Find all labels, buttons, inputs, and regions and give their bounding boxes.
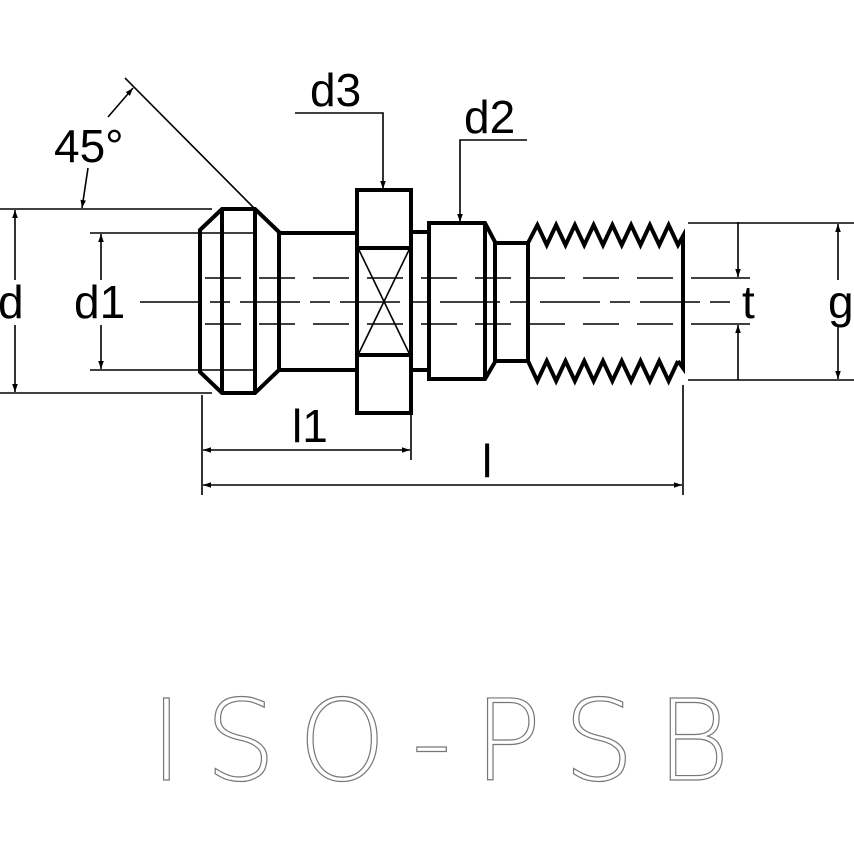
angle-label: 45° (54, 120, 124, 172)
neck (279, 231, 357, 372)
undercut (495, 241, 530, 363)
drawing-title: ISO-PSB (150, 677, 752, 807)
label-l1: l1 (292, 400, 328, 452)
centerlines (140, 277, 740, 325)
head (198, 207, 281, 395)
label-d1: d1 (74, 276, 125, 328)
label-g: g (828, 276, 854, 328)
label-t: t (742, 276, 755, 328)
dimensions (0, 77, 854, 495)
thread (526, 220, 685, 386)
label-l: l (482, 435, 492, 487)
label-d2: d2 (464, 91, 515, 143)
label-d3: d3 (310, 64, 361, 116)
label-d: d (0, 276, 24, 328)
part-outline (198, 188, 685, 415)
hex-flange (355, 188, 413, 415)
